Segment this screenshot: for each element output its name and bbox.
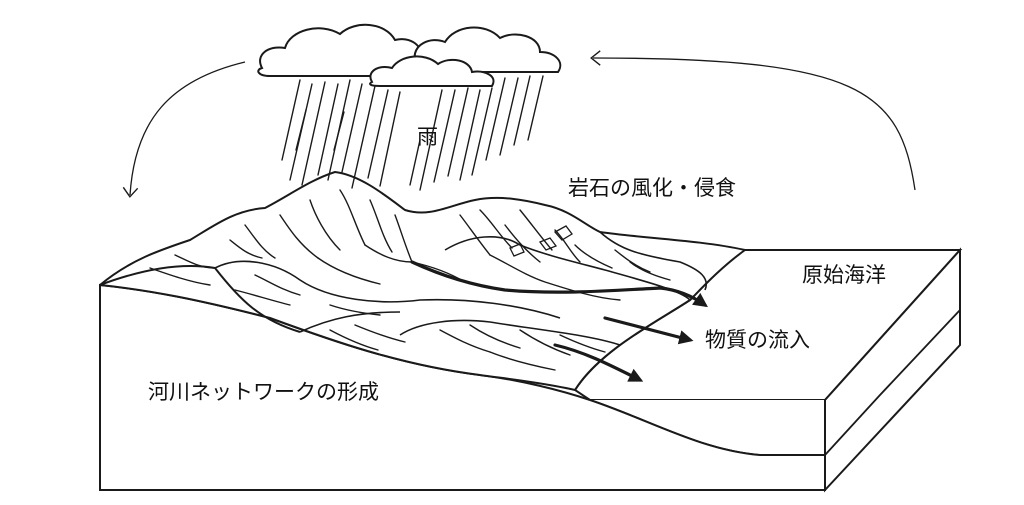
inflow-label: 物質の流入 [705,328,810,352]
main-rivers [412,262,708,382]
cloud-left [258,25,434,76]
clouds [258,25,560,86]
river-branches [150,190,670,370]
weathering-label: 岩石の風化・侵食 [568,176,736,200]
river-upper [412,262,708,308]
river-lower [555,345,644,382]
rain [282,76,543,190]
ocean-label: 原始海洋 [802,263,886,287]
ridge-line-4 [445,237,690,300]
seabed-line-side [825,310,960,455]
cloud-bottom [370,56,493,86]
ridge-line-2 [400,321,620,390]
river-middle [605,318,694,345]
ridge-line-5 [600,232,706,290]
ridge-line-1 [215,261,560,318]
ridge-line-3 [300,312,400,332]
cycle-arrows [130,58,915,195]
cycle-arrow-right [593,58,915,190]
cycle-arrow-left [130,62,245,195]
river-network-label: 河川ネットワークの形成 [148,380,379,404]
rain-label: 雨 [417,125,438,149]
